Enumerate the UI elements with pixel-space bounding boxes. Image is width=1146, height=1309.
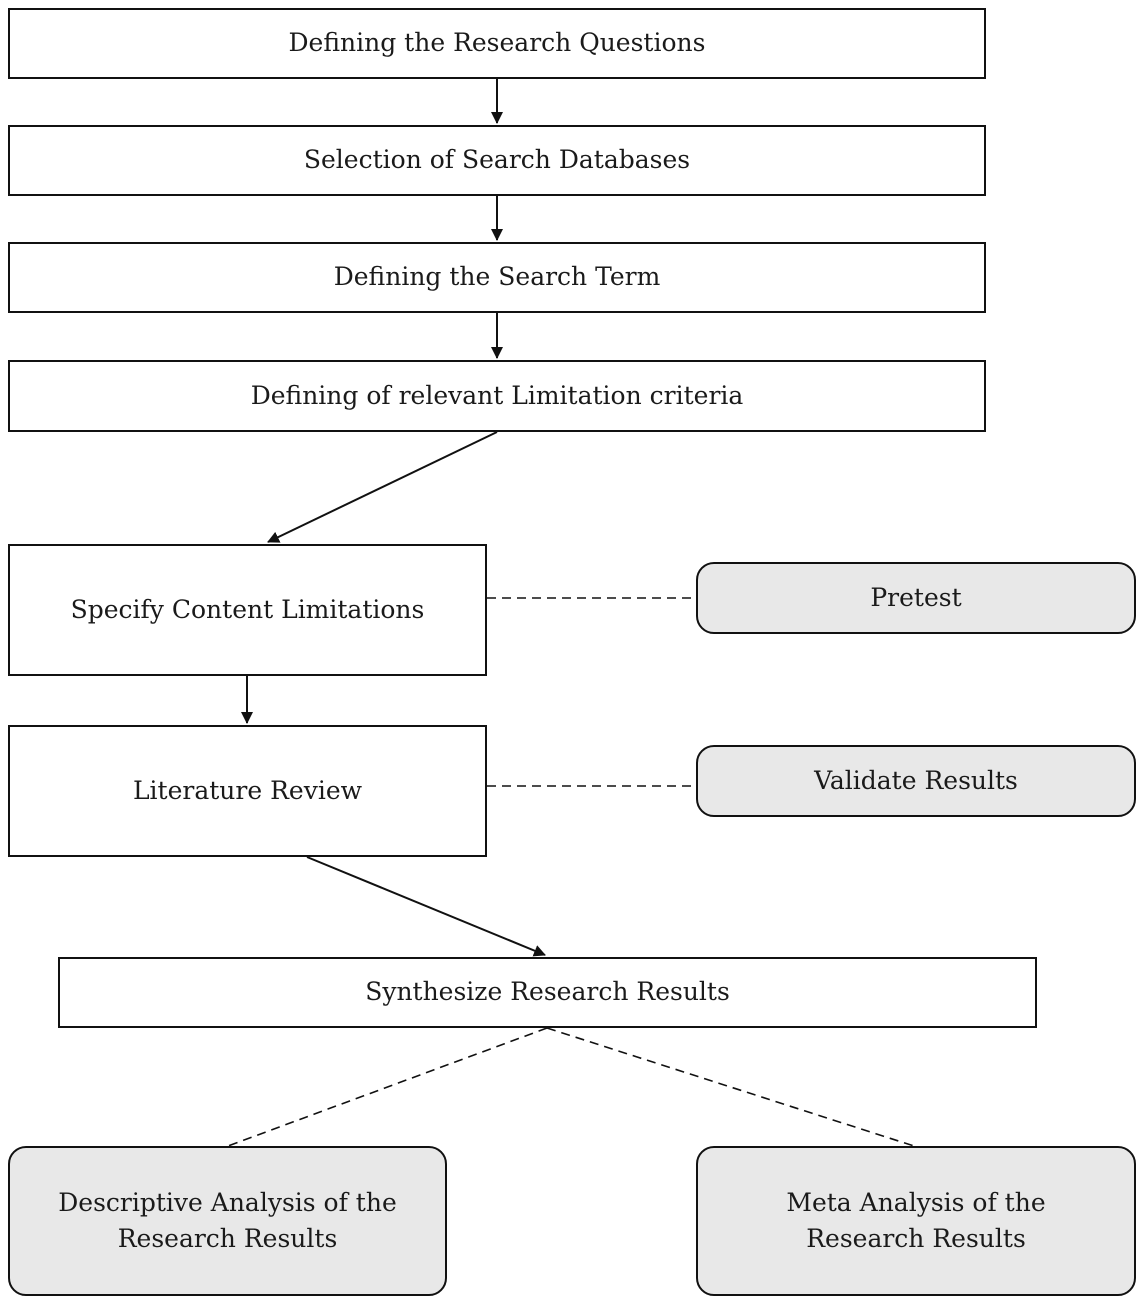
step-search-databases-label: Selection of Search Databases bbox=[303, 145, 691, 175]
outcome-descriptive-analysis: Descriptive Analysis of the Research Res… bbox=[8, 1146, 447, 1296]
step-literature-review-label: Literature Review bbox=[132, 775, 363, 805]
outcome-meta-analysis-line2: Research Results bbox=[806, 1224, 1026, 1253]
step-research-questions: Defining the Research Questions bbox=[8, 8, 986, 79]
step-search-term-label: Defining the Search Term bbox=[333, 262, 661, 292]
step-content-limitations-label: Specify Content Limitations bbox=[70, 594, 425, 624]
step-search-term: Defining the Search Term bbox=[8, 242, 986, 313]
step-search-databases: Selection of Search Databases bbox=[8, 125, 986, 196]
step-limitation-criteria-label: Defining of relevant Limitation criteria bbox=[250, 380, 744, 410]
outcome-meta-analysis: Meta Analysis of the Research Results bbox=[696, 1146, 1136, 1296]
side-step-validate-results-label: Validate Results bbox=[814, 765, 1018, 795]
dash-synthesize-to-descriptive bbox=[227, 1027, 548, 1147]
side-step-validate-results: Validate Results bbox=[696, 745, 1136, 817]
outcome-descriptive-analysis-line2: Research Results bbox=[117, 1224, 338, 1253]
outcome-meta-analysis-line1: Meta Analysis of the bbox=[786, 1187, 1046, 1217]
side-step-pretest: Pretest bbox=[696, 562, 1136, 634]
side-step-pretest-label: Pretest bbox=[870, 582, 962, 612]
arrow-criteria-to-content bbox=[267, 431, 498, 543]
step-limitation-criteria: Defining of relevant Limitation criteria bbox=[8, 360, 986, 432]
step-synthesize-results-label: Synthesize Research Results bbox=[365, 977, 730, 1007]
outcome-descriptive-analysis-line1: Descriptive Analysis of the bbox=[58, 1187, 397, 1217]
step-literature-review: Literature Review bbox=[8, 725, 487, 857]
arrow-review-to-synthesize bbox=[306, 856, 546, 957]
step-synthesize-results: Synthesize Research Results bbox=[58, 957, 1037, 1028]
step-research-questions-label: Defining the Research Questions bbox=[288, 28, 706, 58]
dash-synthesize-to-meta bbox=[546, 1027, 915, 1147]
step-content-limitations: Specify Content Limitations bbox=[8, 544, 487, 676]
